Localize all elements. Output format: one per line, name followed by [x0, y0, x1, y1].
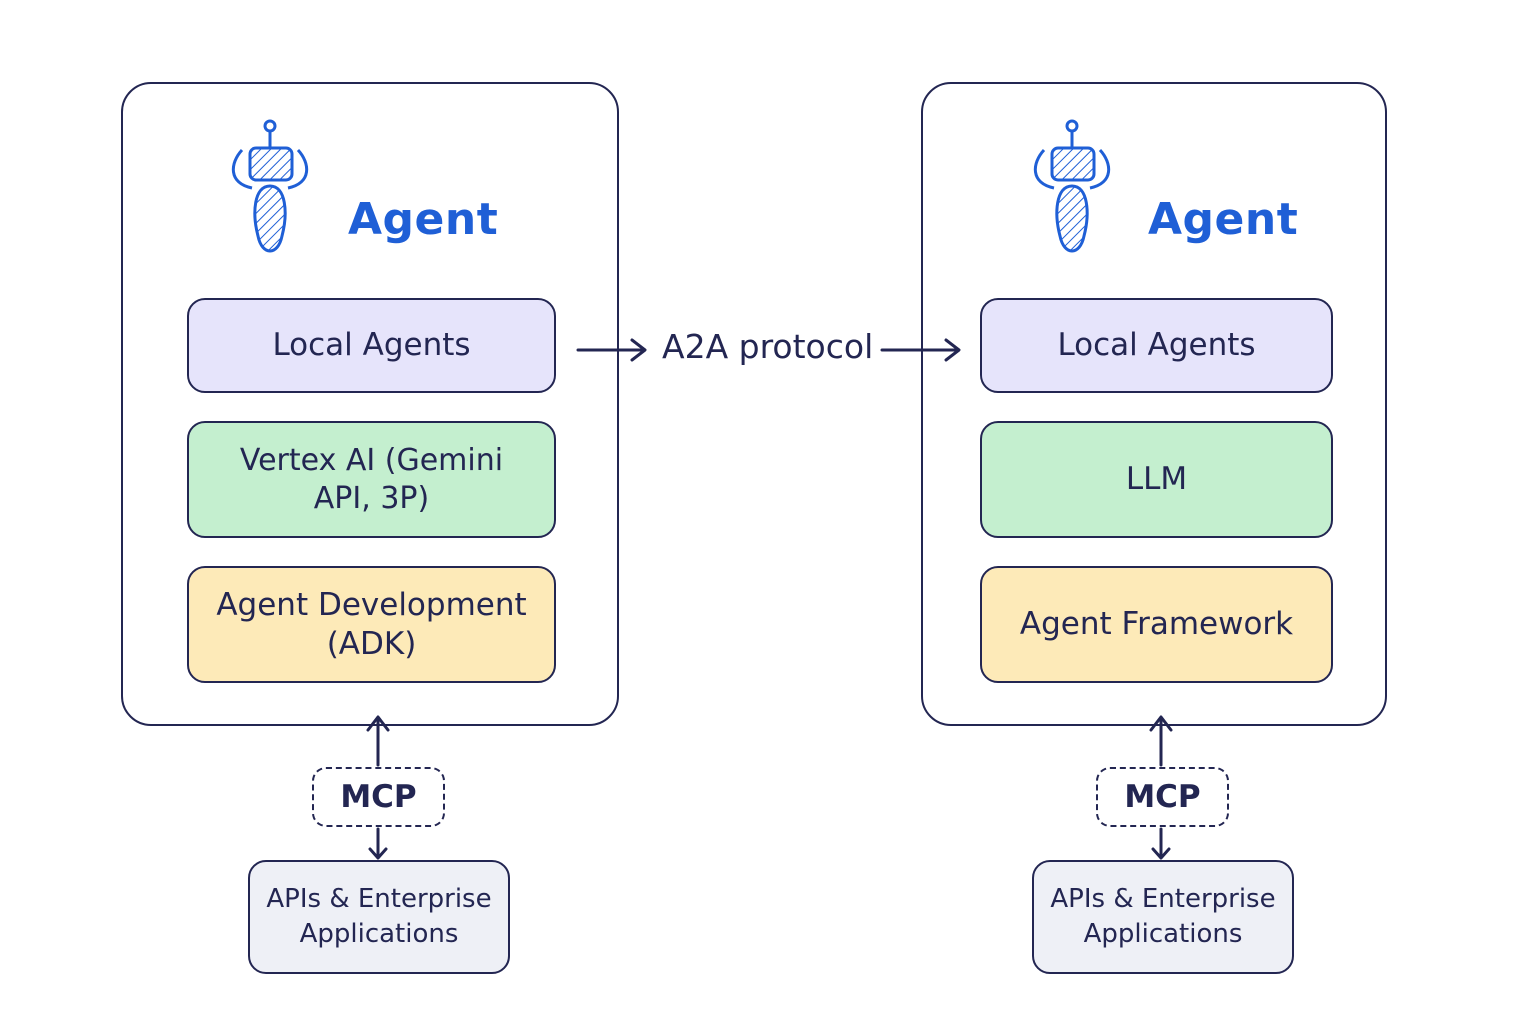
local-agents-layer: Local Agents — [980, 298, 1333, 393]
agent-development-layer: Agent Development (ADK) — [187, 566, 556, 683]
agent-framework-layer: Agent Framework — [980, 566, 1333, 683]
agent-title: Agent — [1148, 194, 1299, 245]
vertex-ai-layer: Vertex AI (Gemini API, 3P) — [187, 421, 556, 538]
llm-layer: LLM — [980, 421, 1333, 538]
a2a-protocol-label: A2A protocol — [662, 327, 874, 366]
mcp-box: MCP — [312, 767, 445, 827]
mcp-box: MCP — [1096, 767, 1229, 827]
apis-enterprise-box: APIs & Enterprise Applications — [1032, 860, 1294, 974]
robot-icon — [232, 119, 308, 253]
robot-icon — [1034, 119, 1110, 253]
apis-enterprise-box: APIs & Enterprise Applications — [248, 860, 510, 974]
local-agents-layer: Local Agents — [187, 298, 556, 393]
agent-title: Agent — [348, 194, 499, 245]
